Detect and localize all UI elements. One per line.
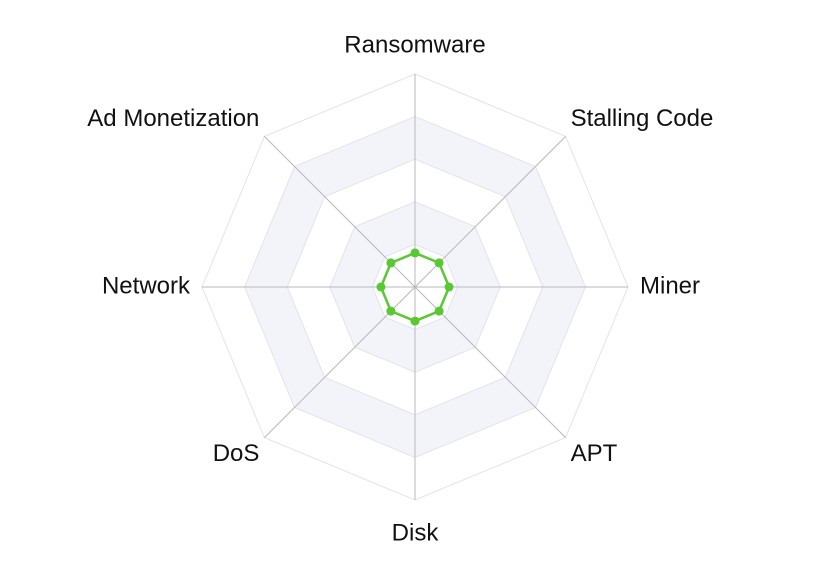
series-0-point-4 (410, 316, 420, 326)
axis-label-network: Network (102, 272, 191, 299)
axis-label-miner: Miner (640, 272, 700, 299)
series-0-point-5 (386, 306, 396, 316)
axis-label-apt: APT (571, 440, 618, 467)
series-0-point-6 (376, 282, 386, 292)
axis-label-ad-monetization: Ad Monetization (87, 105, 259, 132)
axis-label-dos: DoS (213, 440, 260, 467)
axis-label-stalling-code: Stalling Code (571, 105, 714, 132)
series-0-point-7 (386, 258, 396, 268)
series-layer (376, 248, 454, 326)
axis-label-ransomware: Ransomware (344, 31, 485, 58)
grid-spokes (202, 74, 628, 500)
series-0-point-1 (434, 258, 444, 268)
series-0-point-3 (434, 306, 444, 316)
series-0-point-2 (444, 282, 454, 292)
series-0-point-0 (410, 248, 420, 258)
axis-label-disk: Disk (392, 519, 440, 546)
